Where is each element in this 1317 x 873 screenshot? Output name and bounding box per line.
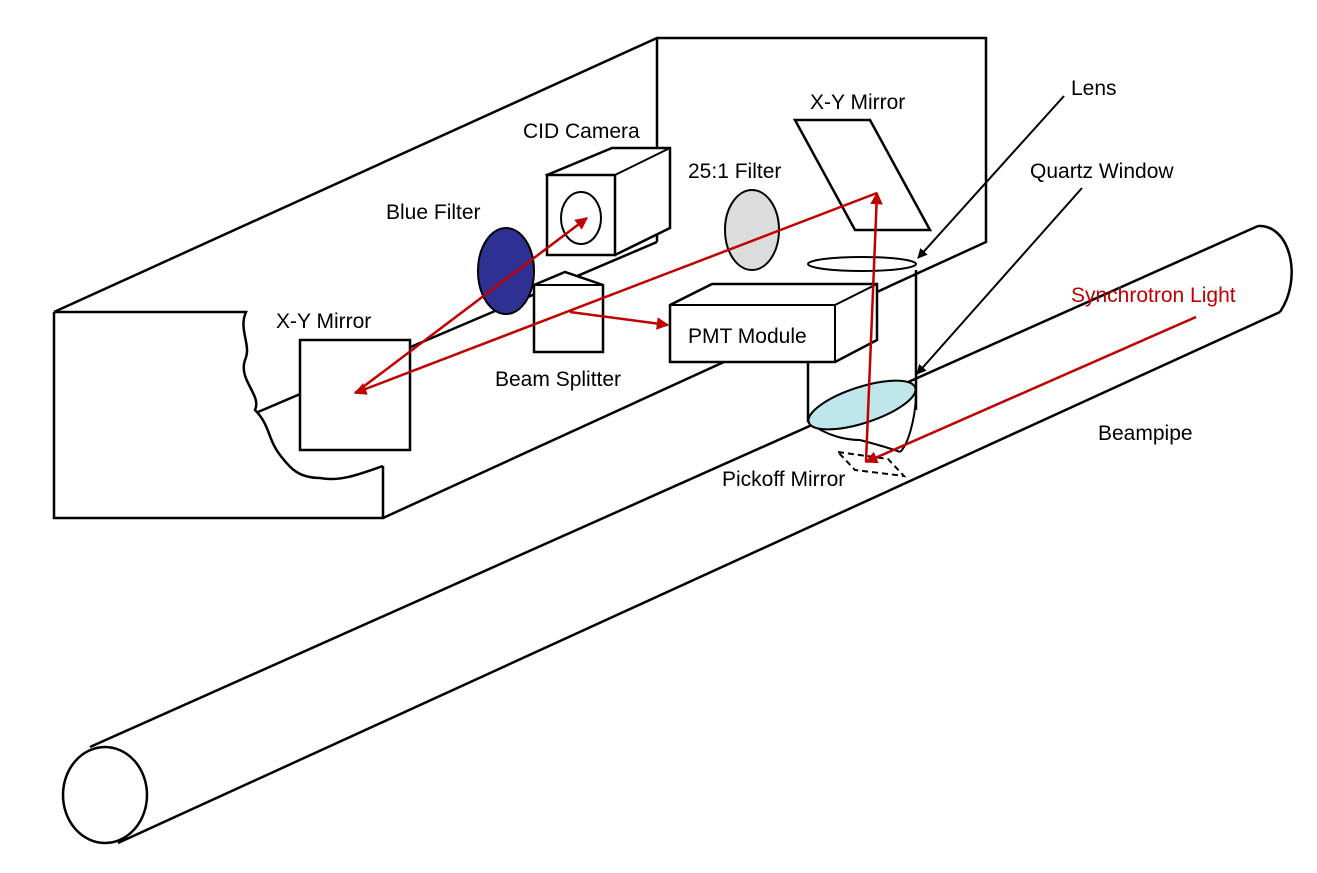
neutral-density-filter: [724, 189, 780, 271]
synchrotron-light-ray: [864, 315, 1197, 464]
label-xy-mirror-left: X-Y Mirror: [276, 310, 371, 333]
light-rays: [353, 191, 1197, 464]
lens: [807, 256, 917, 272]
camera-lens-icon: [560, 191, 602, 245]
label-xy-mirror-top: X-Y Mirror: [810, 91, 905, 114]
label-pmt-module: PMT Module: [688, 325, 807, 348]
cid-camera: [544, 146, 672, 257]
label-blue-filter: Blue Filter: [386, 201, 481, 224]
label-pickoff-mirror: Pickoff Mirror: [722, 468, 845, 491]
quartz-window: [807, 379, 917, 453]
ray-splitter-to-pmt: [569, 310, 670, 330]
xy-mirror-top: [792, 118, 933, 232]
pmt-module: [668, 282, 879, 364]
label-beam-splitter: Beam Splitter: [495, 368, 621, 391]
label-lens: Lens: [1071, 77, 1117, 100]
quartz-window-leader-arrow: [916, 187, 1083, 375]
ray-top-to-left-mirror: [353, 191, 878, 395]
xy-mirror-left: [298, 338, 412, 452]
label-synchrotron-light: Synchrotron Light: [1071, 284, 1236, 307]
ray-left-mirror-to-camera: [354, 217, 588, 394]
pickoff-mirror: [835, 450, 907, 478]
lens-leader-arrow: [917, 95, 1065, 259]
mirror-tube: [806, 270, 918, 422]
label-25-1-filter: 25:1 Filter: [688, 160, 781, 183]
label-beampipe: Beampipe: [1098, 422, 1193, 445]
ray-pickoff-to-top-mirror: [864, 191, 883, 463]
blue-filter: [477, 227, 535, 315]
beampipe: [61, 224, 1293, 845]
label-quartz-window: Quartz Window: [1030, 160, 1174, 183]
label-cid-camera: CID Camera: [523, 120, 640, 143]
leader-lines: [916, 95, 1083, 375]
